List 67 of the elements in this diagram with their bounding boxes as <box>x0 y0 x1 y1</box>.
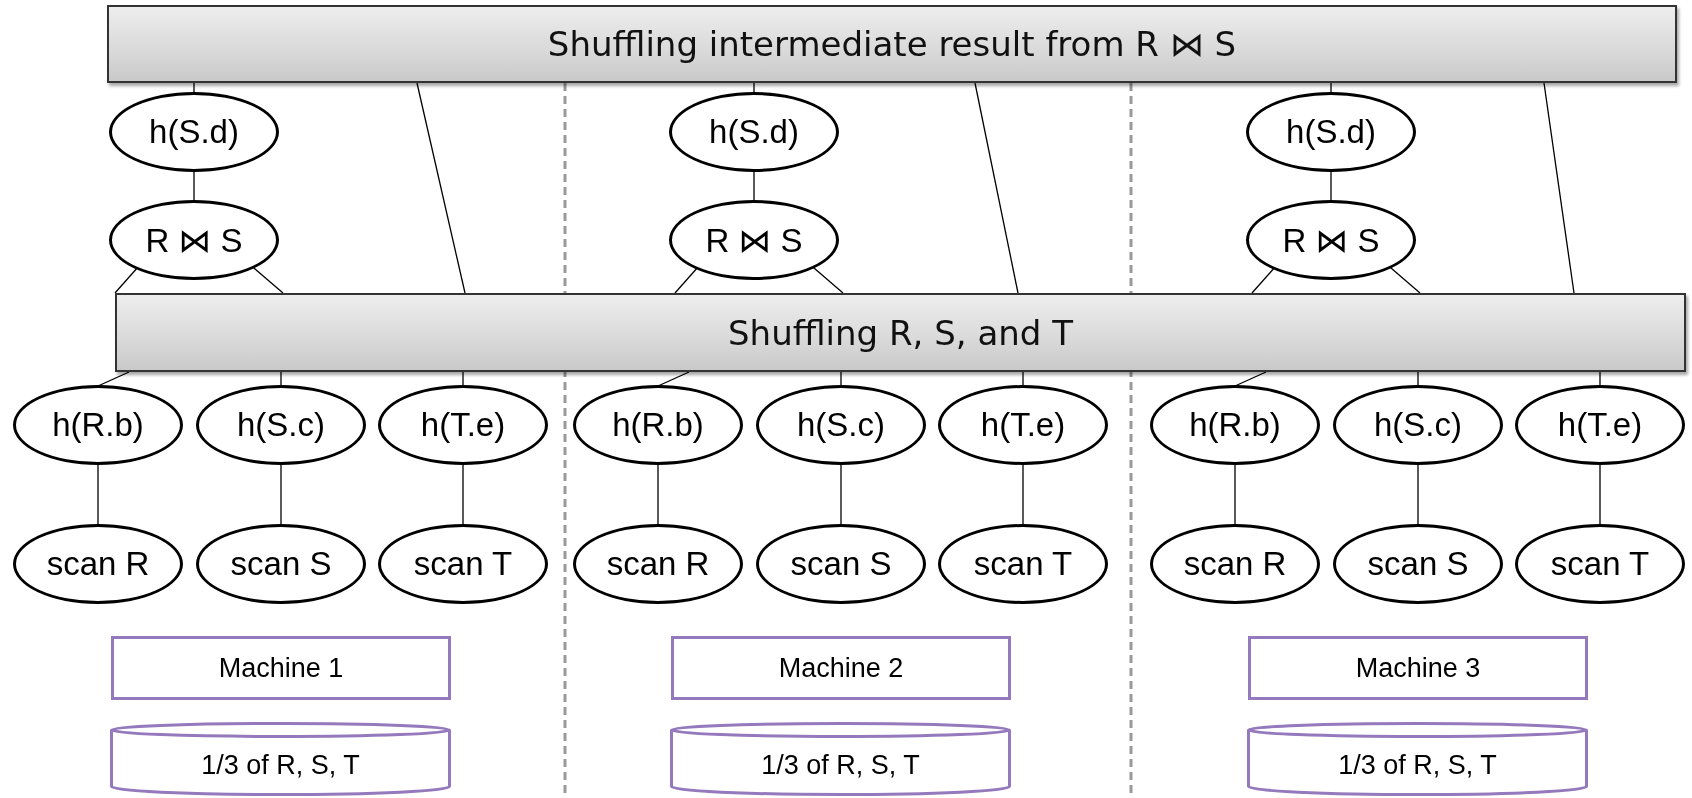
operator-label: h(S.c) <box>797 406 885 444</box>
connector-line <box>1599 371 1601 387</box>
operator-label: h(T.e) <box>1557 406 1643 444</box>
operator-label: scan S <box>1367 545 1469 583</box>
connector-line <box>1234 463 1236 526</box>
connector-line <box>840 371 842 387</box>
shuffle-stage-bar <box>107 5 1677 83</box>
operator-label: h(S.c) <box>1374 406 1462 444</box>
operator-label: R ⋈ S <box>705 220 803 260</box>
operator-label: h(S.d) <box>149 113 239 151</box>
operator-label: scan R <box>1183 545 1287 583</box>
connector-line <box>840 463 842 526</box>
machine-box <box>671 636 1011 700</box>
operator-label: h(S.d) <box>709 113 799 151</box>
stage-label: Shuffling R, S, and T <box>728 312 1073 353</box>
operator-label: scan S <box>790 545 892 583</box>
operator-label: h(R.b) <box>52 406 144 444</box>
connector-line <box>1599 463 1601 526</box>
machine-label: Machine 3 <box>1355 652 1481 684</box>
operator-label: h(S.d) <box>1286 113 1376 151</box>
connector-line <box>280 371 282 387</box>
connector-line <box>1543 82 1575 294</box>
connector-line <box>1389 266 1421 294</box>
operator-label: scan T <box>413 545 513 583</box>
connector-line <box>114 267 138 294</box>
operator-label: h(T.e) <box>980 406 1066 444</box>
operator-label: scan T <box>1550 545 1650 583</box>
connector-line <box>1022 371 1024 387</box>
operator-label: R ⋈ S <box>1282 220 1380 260</box>
connector-line <box>1330 170 1332 202</box>
connector-line <box>252 266 284 294</box>
operator-label: R ⋈ S <box>145 220 243 260</box>
connector-line <box>280 463 282 526</box>
connector-line <box>1022 463 1024 526</box>
machine-box <box>1248 636 1588 700</box>
connector-line <box>1251 267 1275 294</box>
partition-label: 1/3 of R, S, T <box>1338 749 1497 781</box>
operator-label: scan S <box>230 545 332 583</box>
connector-line <box>812 266 844 294</box>
connector-line <box>97 463 99 526</box>
connector-line <box>416 82 466 294</box>
connector-line <box>462 371 464 387</box>
operator-label: h(R.b) <box>1189 406 1281 444</box>
connector-line <box>753 170 755 202</box>
connector-line <box>462 463 464 526</box>
operator-label: h(R.b) <box>612 406 704 444</box>
connector-line <box>193 170 195 202</box>
machine-box <box>111 636 451 700</box>
shuffle-stage-bar <box>115 293 1686 372</box>
machine-label: Machine 2 <box>778 652 904 684</box>
connector-line <box>974 82 1019 294</box>
connector-line <box>674 267 698 294</box>
connector-line <box>1417 371 1419 387</box>
connector-line <box>1417 463 1419 526</box>
operator-label: scan R <box>606 545 710 583</box>
machine-label: Machine 1 <box>218 652 344 684</box>
connector-line <box>193 82 195 94</box>
connector-line <box>1330 82 1332 94</box>
partition-label: 1/3 of R, S, T <box>201 749 360 781</box>
connector-line <box>753 82 755 94</box>
operator-label: h(S.c) <box>237 406 325 444</box>
partition-label: 1/3 of R, S, T <box>761 749 920 781</box>
stage-label: Shuffling intermediate result from R ⋈ S <box>547 24 1237 64</box>
operator-label: scan T <box>973 545 1073 583</box>
connector-line <box>657 463 659 526</box>
operator-label: h(T.e) <box>420 406 506 444</box>
operator-label: scan R <box>46 545 150 583</box>
